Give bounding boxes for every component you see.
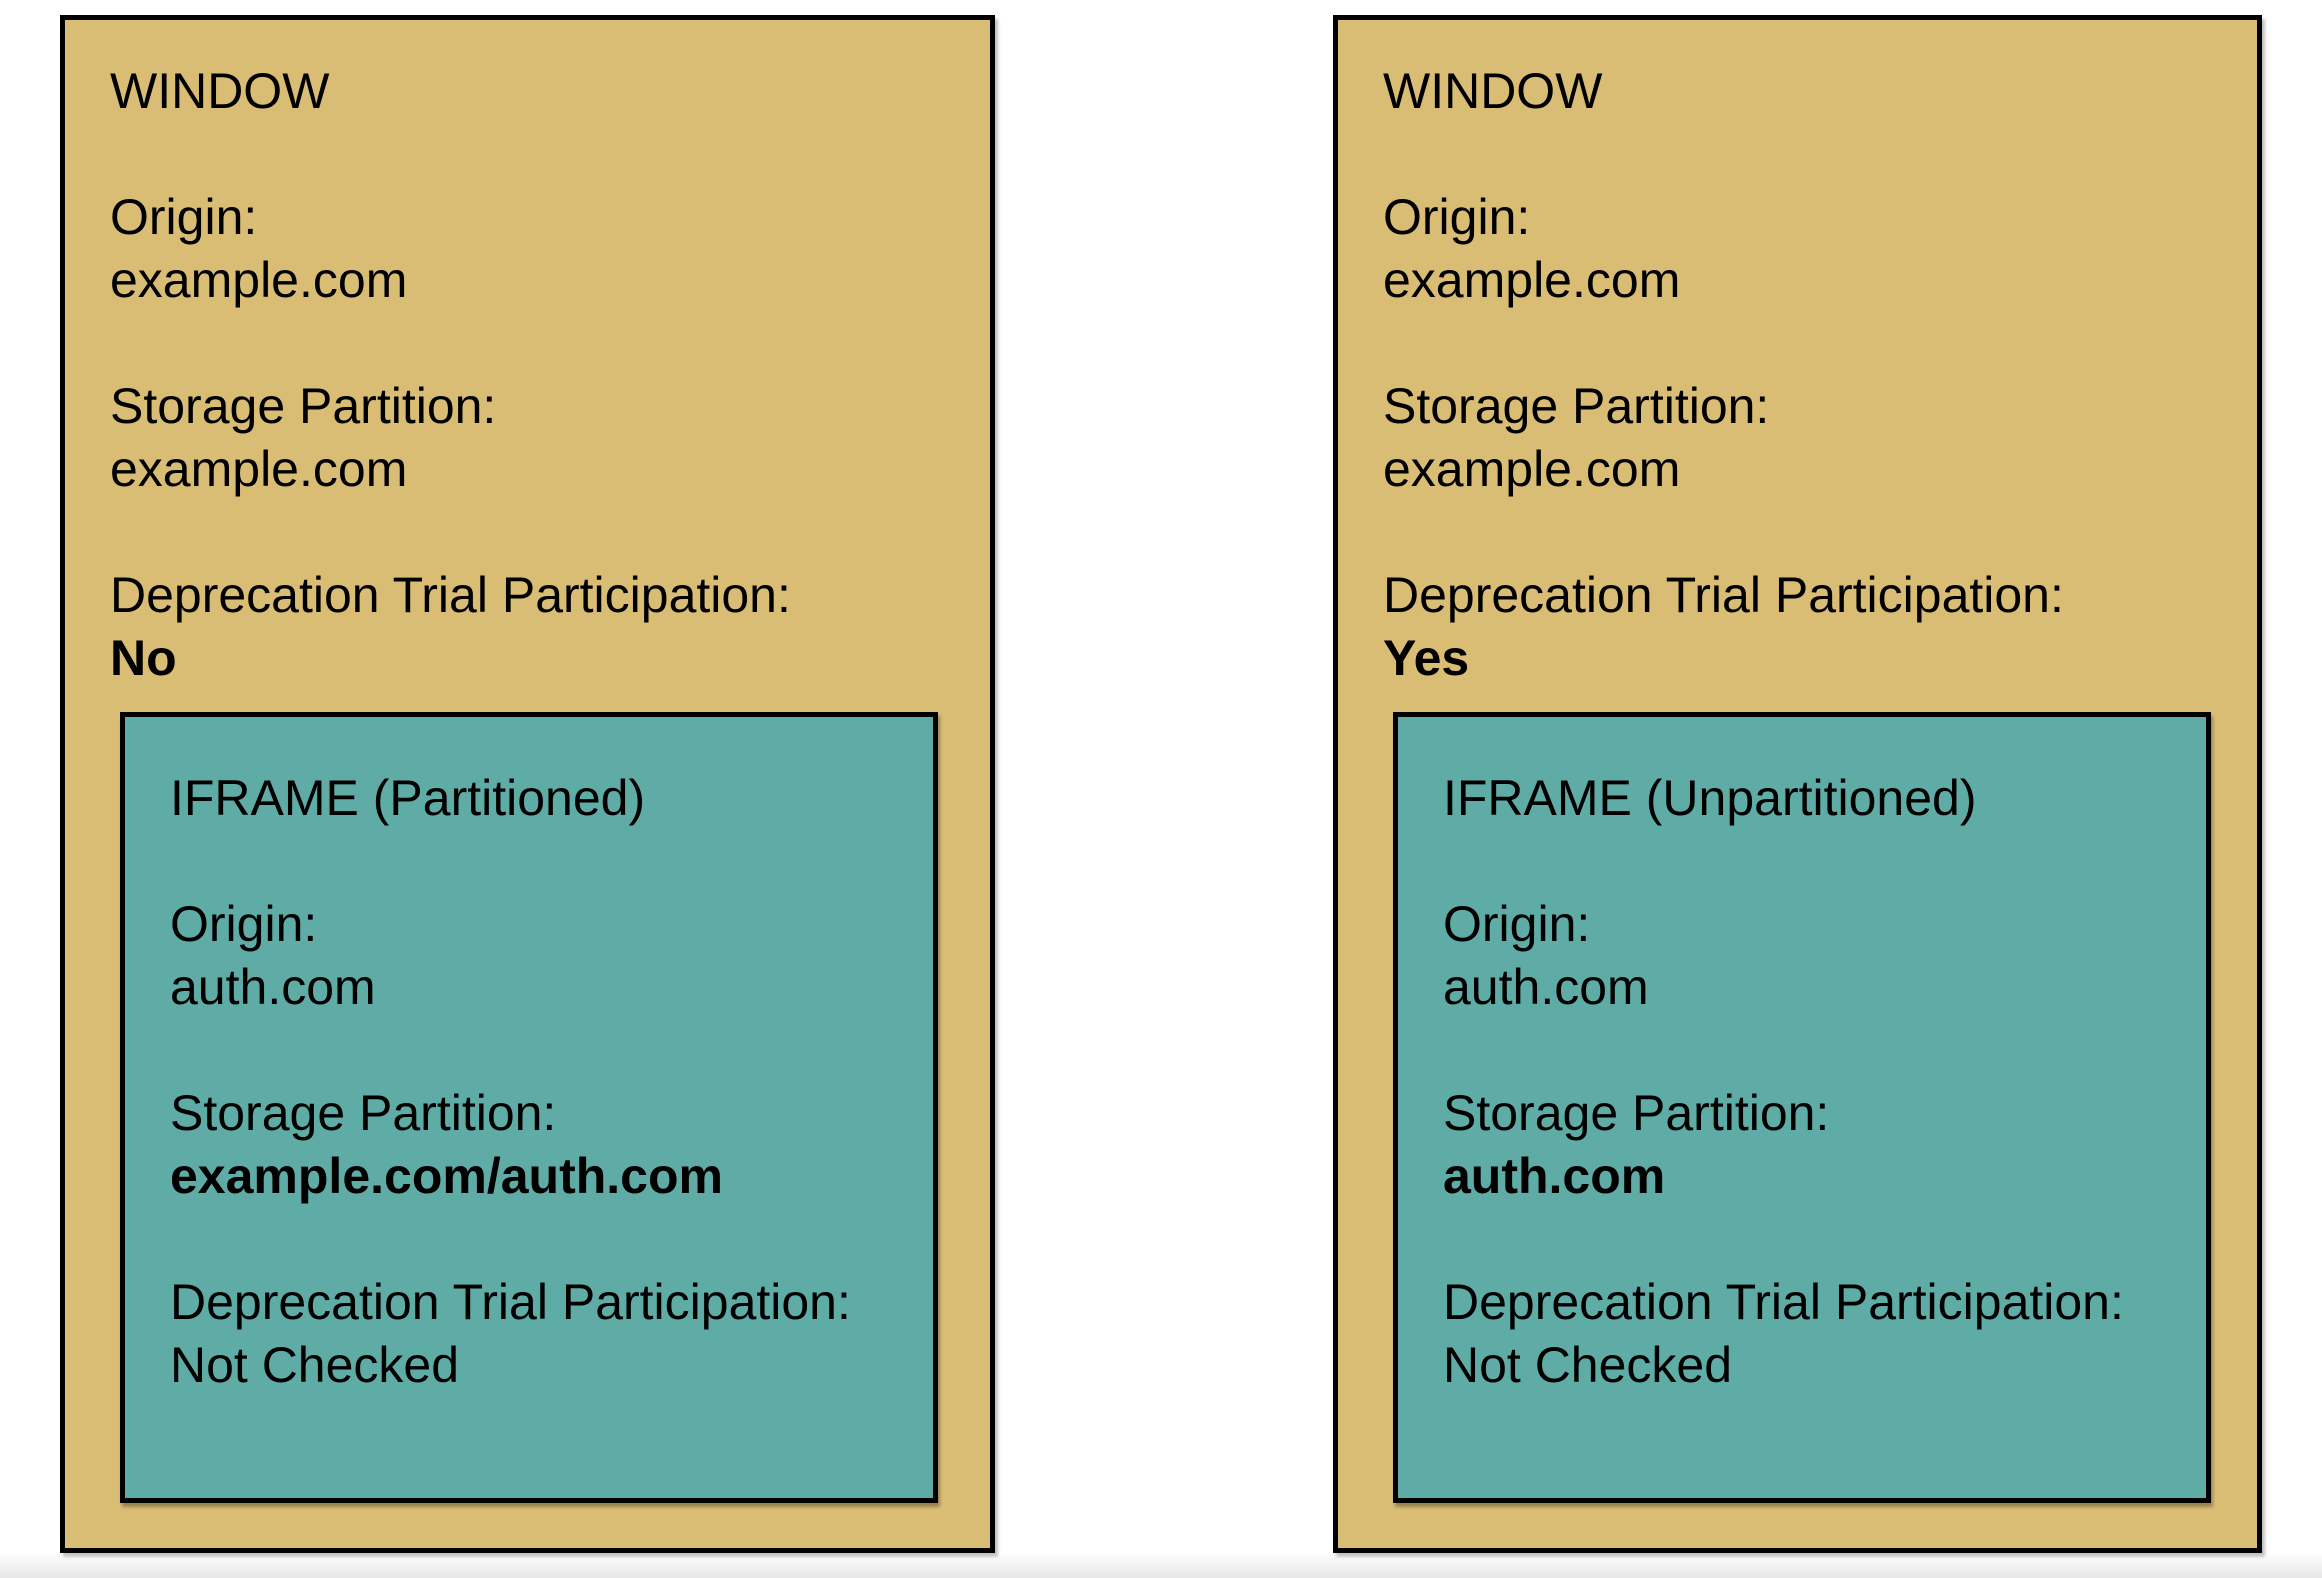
iframe-title: IFRAME (Unpartitioned) [1443, 767, 2166, 830]
iframe-panel-unpartitioned: IFRAME (Unpartitioned) Origin: auth.com … [1393, 712, 2211, 1503]
field-value: Not Checked [1443, 1337, 1733, 1393]
iframe-panel-partitioned: IFRAME (Partitioned) Origin: auth.com St… [120, 712, 938, 1503]
field-value: auth.com [1443, 959, 1649, 1015]
field-value: example.com/auth.com [170, 1148, 723, 1204]
field-value: example.com [110, 252, 408, 308]
window-panel-right: WINDOW Origin: example.com Storage Parti… [1333, 15, 2262, 1553]
field-value: Not Checked [170, 1337, 460, 1393]
field-origin: Origin: example.com [110, 186, 945, 312]
field-storage-partition: Storage Partition: example.com [110, 375, 945, 501]
iframe-title-text: IFRAME (Partitioned) [170, 770, 646, 826]
window-title-text: WINDOW [110, 63, 330, 119]
field-label: Storage Partition: [170, 1085, 557, 1141]
field-value: No [110, 630, 177, 686]
window-title: WINDOW [1383, 60, 2212, 123]
window-title-text: WINDOW [1383, 63, 1603, 119]
field-deprecation-trial: Deprecation Trial Participation: No [110, 564, 945, 690]
field-label: Deprecation Trial Participation: [1443, 1274, 2124, 1330]
field-origin: Origin: auth.com [170, 893, 893, 1019]
field-value: example.com [1383, 441, 1681, 497]
field-label: Storage Partition: [1443, 1085, 1830, 1141]
field-label: Deprecation Trial Participation: [1383, 567, 2064, 623]
field-storage-partition: Storage Partition: auth.com [1443, 1082, 2166, 1208]
field-value: Yes [1383, 630, 1470, 686]
field-label: Origin: [1383, 189, 1531, 245]
field-label: Storage Partition: [1383, 378, 1770, 434]
window-title: WINDOW [110, 60, 945, 123]
field-value: example.com [1383, 252, 1681, 308]
iframe-title-text: IFRAME (Unpartitioned) [1443, 770, 1977, 826]
field-label: Deprecation Trial Participation: [170, 1274, 851, 1330]
field-origin: Origin: example.com [1383, 186, 2212, 312]
field-label: Storage Partition: [110, 378, 497, 434]
field-deprecation-trial: Deprecation Trial Participation: Not Che… [170, 1271, 893, 1397]
field-deprecation-trial: Deprecation Trial Participation: Yes [1383, 564, 2212, 690]
field-label: Origin: [170, 896, 318, 952]
field-origin: Origin: auth.com [1443, 893, 2166, 1019]
field-value: auth.com [170, 959, 376, 1015]
field-label: Origin: [110, 189, 258, 245]
field-deprecation-trial: Deprecation Trial Participation: Not Che… [1443, 1271, 2166, 1397]
iframe-title: IFRAME (Partitioned) [170, 767, 893, 830]
field-value: auth.com [1443, 1148, 1666, 1204]
field-storage-partition: Storage Partition: example.com [1383, 375, 2212, 501]
field-label: Origin: [1443, 896, 1591, 952]
field-value: example.com [110, 441, 408, 497]
field-storage-partition: Storage Partition: example.com/auth.com [170, 1082, 893, 1208]
window-panel-left: WINDOW Origin: example.com Storage Parti… [60, 15, 995, 1553]
page-bottom-shadow [0, 1552, 2322, 1578]
field-label: Deprecation Trial Participation: [110, 567, 791, 623]
